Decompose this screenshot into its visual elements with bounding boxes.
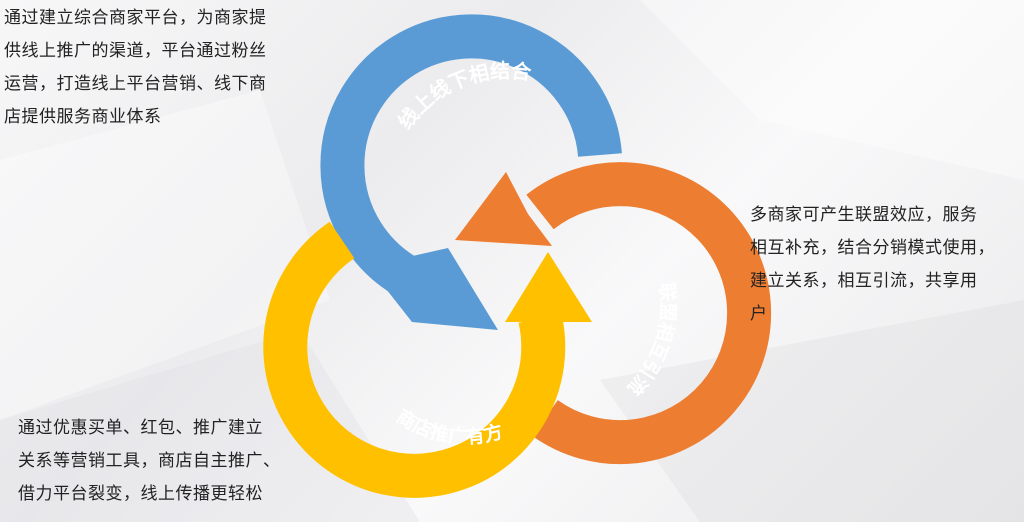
orange-ring-label: 联盟相互引流: [623, 282, 679, 400]
yellow-ring: [263, 221, 592, 498]
description-line: 相互补充，结合分销模式使用，: [750, 238, 995, 258]
description-line: 通过建立综合商家平台，为商家提: [4, 8, 267, 28]
description-line: 店提供服务商业体系: [4, 107, 162, 127]
description-line: 关系等营销工具，商店自主推广、: [18, 451, 281, 471]
description-line: 多商家可产生联盟效应，服务: [750, 205, 978, 225]
orange-ring: [455, 162, 772, 465]
description-right: 多商家可产生联盟效应，服务 相互补充，结合分销模式使用， 建立关系，相互引流，共…: [750, 199, 995, 331]
description-line: 建立关系，相互引流，共享用: [750, 271, 978, 291]
description-bottom-left: 通过优惠买单、红包、推广建立 关系等营销工具，商店自主推广、 借力平台裂变，线上…: [18, 412, 281, 511]
description-top-left: 通过建立综合商家平台，为商家提 供线上推广的渠道，平台通过粉丝 运营，打造线上平…: [4, 2, 267, 134]
description-line: 户: [750, 304, 768, 324]
description-line: 供线上推广的渠道，平台通过粉丝: [4, 41, 267, 61]
description-line: 借力平台裂变，线上传播更轻松: [18, 484, 263, 504]
yellow-ring-label: 商店推广有方: [392, 405, 505, 449]
blue-ring: [320, 14, 622, 330]
description-line: 通过优惠买单、红包、推广建立: [18, 418, 263, 438]
description-line: 运营，打造线上平台营销、线下商: [4, 74, 267, 94]
